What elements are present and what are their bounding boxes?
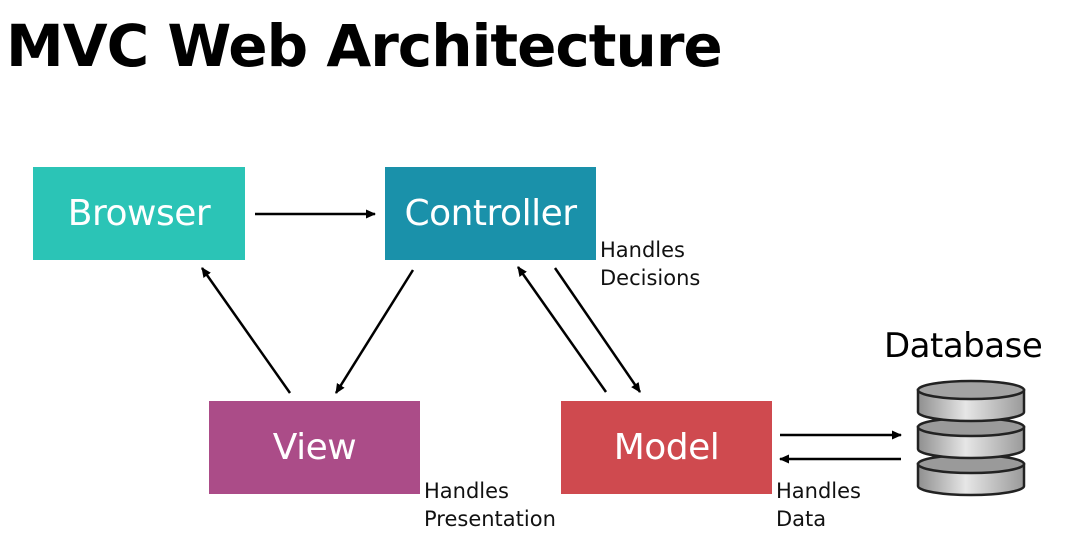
database-icon <box>916 379 1026 497</box>
controller-note-line2: Decisions <box>600 266 701 290</box>
controller-note-line1: Handles <box>600 238 685 262</box>
arrow-controller-to-view <box>334 269 415 394</box>
view-note: Handles Presentation <box>424 477 556 533</box>
controller-note: Handles Decisions <box>600 236 700 292</box>
arrow-view-to-browser <box>200 267 292 394</box>
view-note-line2: Presentation <box>424 507 556 531</box>
browser-node: Browser <box>33 167 245 260</box>
model-node: Model <box>561 401 772 494</box>
model-note: Handles Data <box>776 477 861 533</box>
model-label: Model <box>613 427 720 468</box>
database-label: Database <box>884 326 1043 366</box>
view-label: View <box>272 427 357 468</box>
arrow-model-to-controller <box>516 266 608 393</box>
view-note-line1: Handles <box>424 479 509 503</box>
view-node: View <box>209 401 420 494</box>
arrow-controller-to-model <box>553 267 642 393</box>
controller-node: Controller <box>385 167 596 260</box>
model-note-line1: Handles <box>776 479 861 503</box>
page-title: MVC Web Architecture <box>6 12 723 80</box>
model-note-line2: Data <box>776 507 827 531</box>
browser-label: Browser <box>67 193 211 234</box>
controller-label: Controller <box>404 193 577 234</box>
